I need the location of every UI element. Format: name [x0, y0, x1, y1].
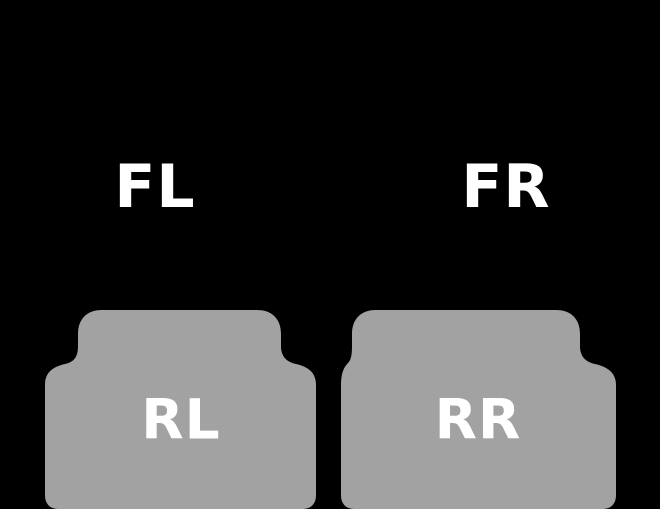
rear-right-mat-shape — [341, 310, 616, 509]
rear-right-mat-label: RR — [434, 387, 522, 452]
rear-left-mat-label: RL — [141, 387, 221, 452]
front-left-mat-label: FL — [114, 152, 196, 222]
front-right-mat-label: FR — [461, 152, 551, 222]
rear-left-mat-shape — [45, 310, 316, 509]
